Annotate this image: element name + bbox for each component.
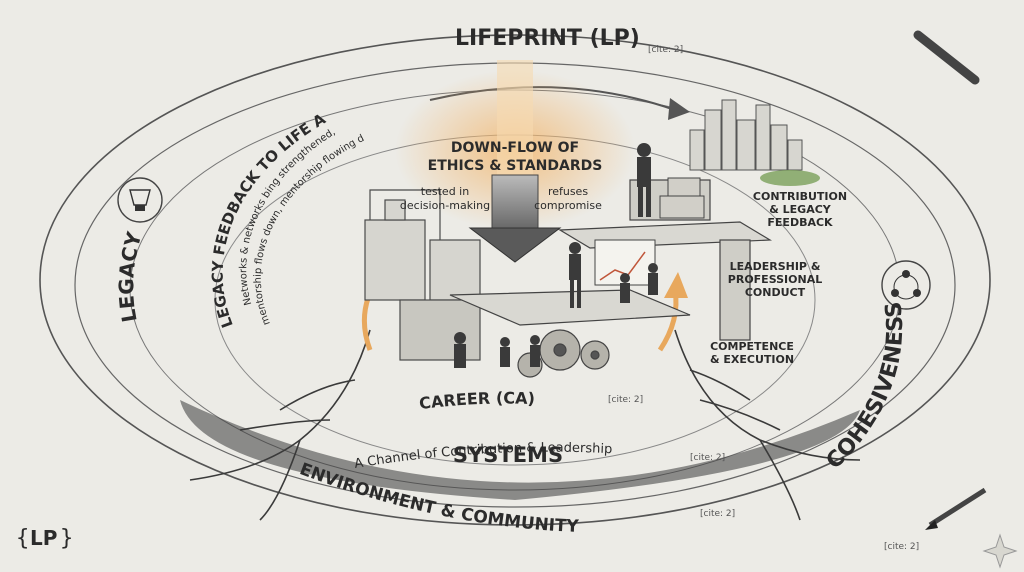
systems-subtitle: A Channel of Contribution & Leadership (353, 441, 613, 472)
svg-text:{: { (16, 526, 29, 551)
people-network-icon (881, 260, 931, 310)
outer-ring (39, 34, 991, 526)
competence-line1: COMPETENCE (710, 340, 794, 353)
downflow-left-note-2: decision-making (400, 199, 490, 212)
right-up-arrow (657, 289, 679, 352)
contribution-line2: & LEGACY (769, 203, 832, 216)
cite-corner: [cite: 2] (884, 542, 919, 552)
pencil-icon-bottom (925, 487, 987, 530)
trophy-icon (117, 177, 163, 223)
leadership-line2: PROFESSIONAL (728, 273, 822, 286)
roots-right (674, 329, 861, 521)
city-skyline (689, 99, 803, 171)
greenery (760, 170, 820, 186)
legacy-feedback-title: LEGACY FEEDBACK TO LIFE AROUND (LA) (0, 0, 329, 330)
svg-text:LP: LP (30, 526, 57, 550)
legacy-feedback-line2: mentorship flows down, mentorship flowin… (0, 0, 366, 327)
cite-career: [cite: 2] (608, 395, 643, 405)
competence-line2: & EXECUTION (710, 353, 794, 366)
systems-base-band (180, 400, 860, 500)
people-figures (454, 143, 658, 368)
workshop-machinery (364, 189, 481, 361)
downflow-left-note-1: tested in (421, 185, 469, 198)
top-cycle-arrowhead (668, 98, 690, 120)
cite-systems: [cite: 2] (690, 453, 725, 463)
downflow-line1: DOWN-FLOW OF (451, 140, 579, 156)
sparkle-icon (982, 533, 1018, 569)
cite-title: [cite: 2] (648, 45, 683, 55)
contribution-line3: FEEDBACK (767, 216, 833, 229)
contribution-line1: CONTRIBUTION (753, 190, 847, 203)
leadership-line3: CONDUCT (745, 286, 806, 299)
crates (659, 177, 705, 219)
lp-logo: { LP } (16, 526, 73, 551)
leadership-line1: LEADERSHIP & (730, 260, 821, 273)
systems-label: SYSTEMS (453, 443, 563, 467)
title: LIFEPRINT (LP) (455, 26, 640, 51)
downflow-right-note-1: refuses (548, 185, 588, 198)
cite-environment: [cite: 2] (700, 509, 735, 519)
down-flow-arrow (468, 174, 562, 263)
legacy-label: LEGACY (114, 229, 146, 324)
pencil-icon-top (913, 30, 980, 85)
svg-text:}: } (60, 526, 73, 551)
roots-left (189, 329, 371, 521)
downflow-right-note-2: compromise (534, 199, 602, 212)
downflow-line2: ETHICS & STANDARDS (428, 158, 603, 174)
right-up-arrowhead (664, 272, 688, 298)
cohesiveness-label: COHESIVENESS (822, 300, 909, 474)
career-label: CAREER (CA) (418, 388, 535, 413)
